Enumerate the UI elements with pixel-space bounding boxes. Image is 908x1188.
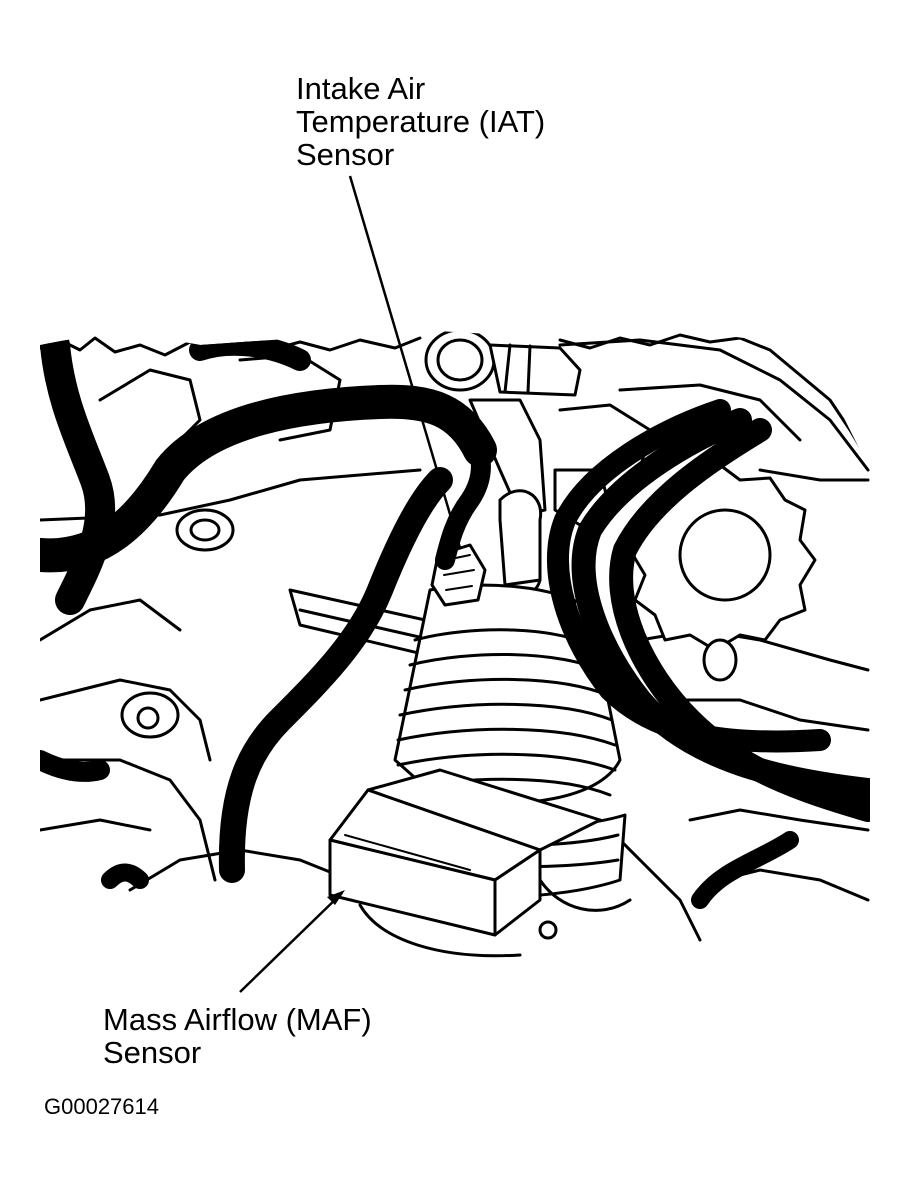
figure-id: G00027614	[44, 1094, 159, 1119]
maf-sensor-label: Mass Airflow (MAF) Sensor	[103, 1003, 372, 1069]
wiring-harness-top	[189, 333, 491, 570]
wiring-harness-right	[547, 399, 870, 909]
wiring-harness-upper	[40, 384, 497, 573]
engine-scene	[40, 330, 870, 958]
iat-label-line-1: Intake Air	[296, 71, 426, 106]
maf-leader	[239, 890, 345, 993]
iat-leader	[348, 175, 462, 549]
iat-sensor-label: Intake Air Temperature (IAT) Sensor	[296, 72, 545, 171]
maf-label-line-1: Mass Airflow (MAF)	[103, 1002, 372, 1037]
iat-label-line-3: Sensor	[296, 137, 395, 172]
maf-label-line-2: Sensor	[103, 1035, 202, 1070]
iat-label-line-2: Temperature (IAT)	[296, 104, 546, 139]
wiring-harness-center	[218, 467, 453, 883]
wiring-harness-lower-left	[40, 750, 149, 889]
wiring-harness-left	[40, 330, 116, 615]
